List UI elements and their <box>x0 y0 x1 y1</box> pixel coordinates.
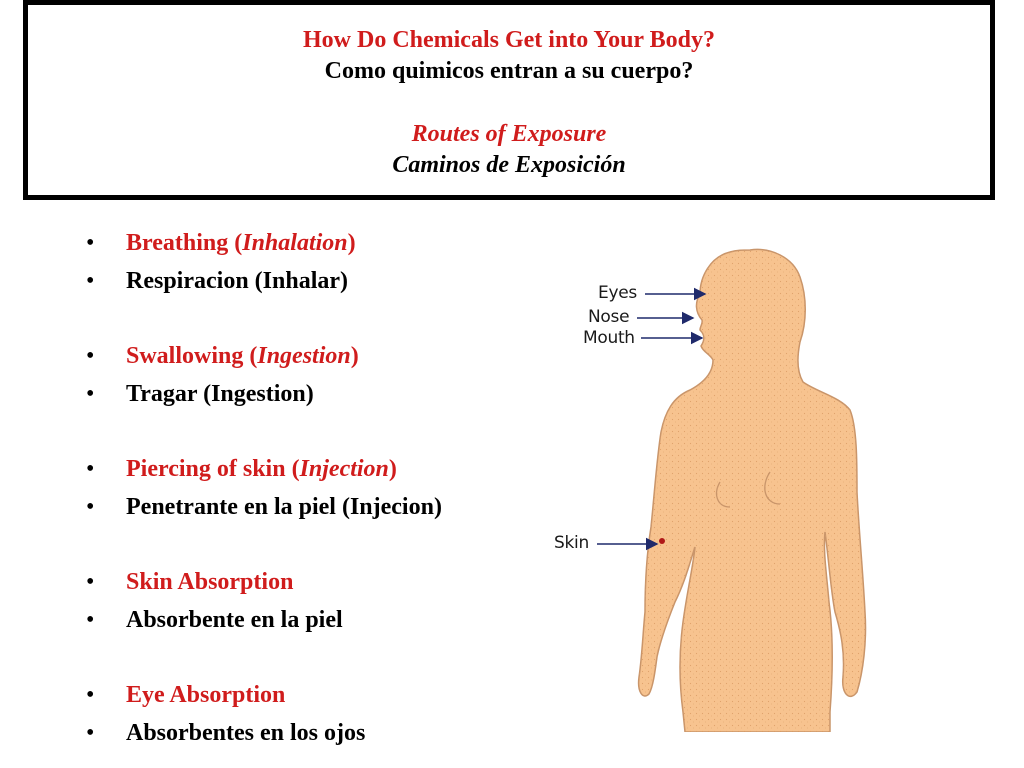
subtitle-spanish: Caminos de Exposición <box>392 152 626 178</box>
list-item: • Absorbente en la piel <box>86 601 526 639</box>
list-item: • Absorbentes en los ojos <box>86 714 526 752</box>
bullet-icon: • <box>86 607 95 633</box>
mouth-label: Mouth <box>583 328 635 348</box>
bullet-icon: • <box>86 569 95 595</box>
list-item: • Respiracion (Inhalar) <box>86 262 526 300</box>
title-spanish: Como quimicos entran a su cuerpo? <box>324 58 694 84</box>
subtitle-english: Routes of Exposure <box>411 121 607 147</box>
bullet-icon: • <box>86 720 95 746</box>
list-item: • Penetrante en la piel (Injecion) <box>86 488 526 526</box>
bullet-icon: • <box>86 456 95 482</box>
nose-label: Nose <box>588 307 630 327</box>
title-box: How Do Chemicals Get into Your Body? Com… <box>23 0 995 200</box>
eyes-label: Eyes <box>598 283 637 303</box>
bullet-icon: • <box>86 381 95 407</box>
list-item: • Eye Absorption <box>86 676 526 714</box>
bullet-icon: • <box>86 682 95 708</box>
bullet-icon: • <box>86 230 95 256</box>
skin-label: Skin <box>554 533 589 553</box>
bullet-icon: • <box>86 268 95 294</box>
skin-exposure-marker <box>659 538 665 544</box>
human-figure-icon <box>597 248 867 733</box>
list-item: • Swallowing (Ingestion) <box>86 337 526 375</box>
bullet-icon: • <box>86 343 95 369</box>
title-english: How Do Chemicals Get into Your Body? <box>302 27 715 53</box>
bullet-icon: • <box>86 494 95 520</box>
routes-list: • Breathing (Inhalation) • Respiracion (… <box>86 224 526 752</box>
list-item: • Tragar (Ingestion) <box>86 375 526 413</box>
list-item: • Breathing (Inhalation) <box>86 224 526 262</box>
list-item: • Skin Absorption <box>86 563 526 601</box>
list-item: • Piercing of skin (Injection) <box>86 450 526 488</box>
body-illustration: Eyes Nose Mouth Skin <box>545 232 885 733</box>
